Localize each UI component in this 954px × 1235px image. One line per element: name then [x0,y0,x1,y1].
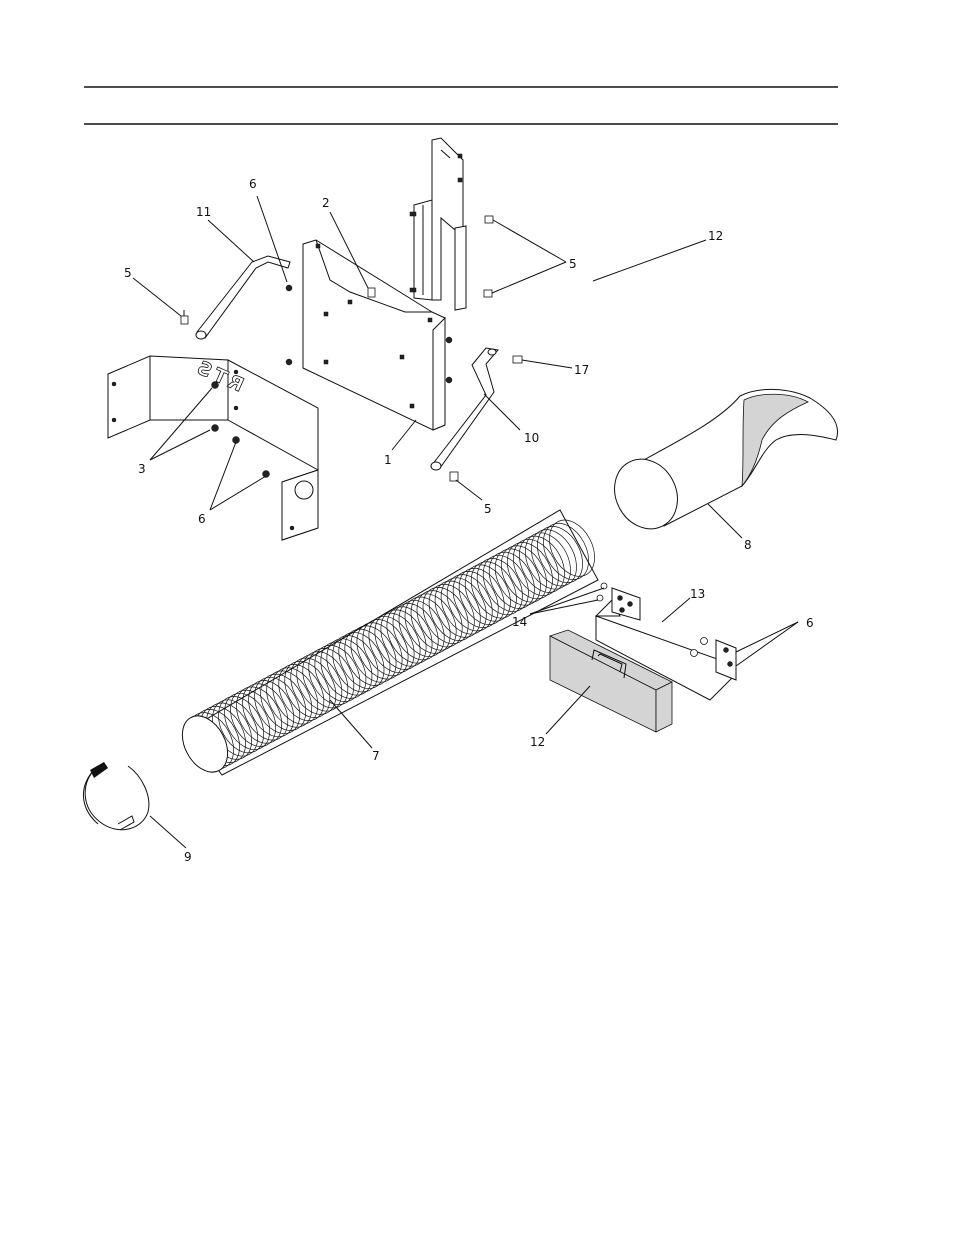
callout-6-top: 6 [249,177,257,191]
callout-7: 7 [372,749,380,763]
callout-1: 1 [384,453,392,467]
rts-shield-bracket: RTS [108,355,318,540]
callout-12-bottom: 12 [530,735,545,749]
callout-17: 17 [574,363,589,377]
callout-14: 14 [512,615,527,629]
bolt-2 [368,288,375,297]
callout-5-left: 5 [124,266,132,280]
callout-6-left: 6 [198,512,206,526]
bolt-5-bottom [450,472,458,481]
callout-11: 11 [196,205,211,219]
discharge-chute [603,389,838,539]
callout-5-top: 5 [569,257,577,271]
hose-clamp-ring [83,762,148,830]
callout-6-right: 6 [806,616,814,630]
bolt-17 [513,356,522,363]
callout-2: 2 [322,196,330,210]
callout-12-top: 12 [708,229,723,243]
callout-13: 13 [690,587,705,601]
callout-3: 3 [138,462,146,476]
bolt-5-left [181,310,188,324]
bolt-5-top-b [484,290,492,297]
upright-channel-bracket [410,138,466,310]
bolt-5-top-a [485,216,493,223]
callout-10: 10 [524,431,539,445]
callout-9: 9 [184,850,192,864]
support-arm-left [196,256,290,339]
fittings [597,583,607,601]
callout-8: 8 [744,538,752,552]
callout-5-bottom: 5 [484,502,492,516]
